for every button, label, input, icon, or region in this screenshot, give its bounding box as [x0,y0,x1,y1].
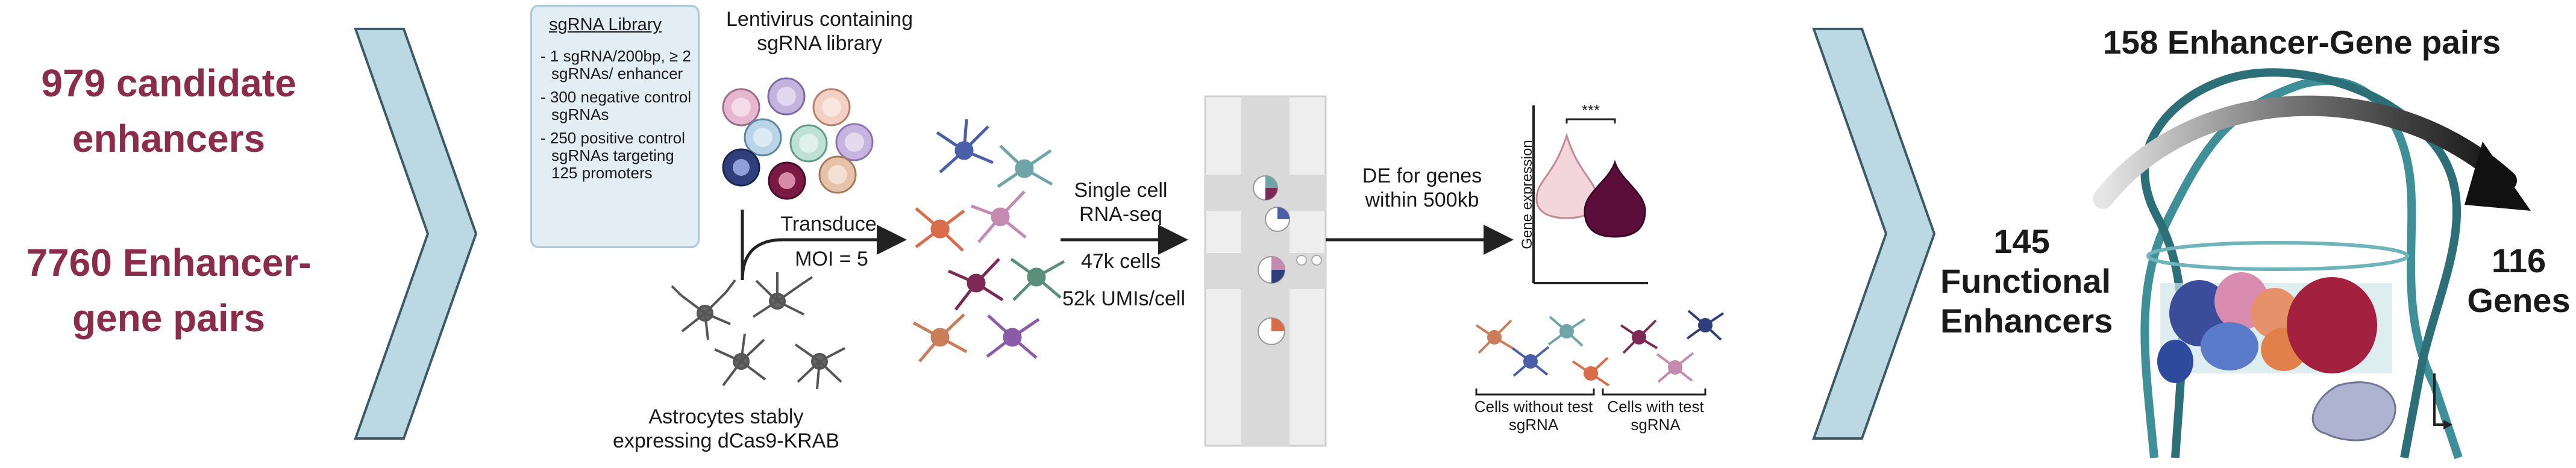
lentivirus-label: Lentivirus containing sgRNA library [726,8,913,55]
library-item: - 300 negative control sgRNAs [541,88,692,123]
protein-complex [2157,272,2377,383]
violin-with [1584,160,1646,238]
library-list: - 1 sgRNA/200bp, ≥ 2 sgRNAs/ enhancer - … [541,48,696,188]
significance-stars: *** [1581,101,1600,119]
enhancer-to-gene-arrow [2093,95,2517,209]
library-item: - 250 positive control sgRNAs targeting … [541,129,685,182]
group-with-label: Cells with test sgRNA [1607,398,1704,434]
microfluidic-device [1204,95,1327,447]
dna-loop-ring [2146,241,2409,271]
transduce-label: Transduce [780,213,877,236]
enhancer-gene-pairs-title: 158 Enhancer-Gene pairs [2102,23,2501,61]
violin-ylabel: Gene expression [1519,140,1535,249]
de-label: DE for genes within 500kb [1362,164,1482,211]
scrna-label: Single cell RNA-seq [1074,179,1168,226]
chevron-right-icon [1812,28,1936,440]
moi-label: MOI = 5 [795,248,868,270]
chevron-right-icon [354,28,478,440]
pol2-protein [2311,381,2396,441]
group-without-label: Cells without test sgRNA [1474,398,1593,434]
bracket-without [1475,388,1595,396]
bracket-with [1602,388,1706,396]
lentivirus-particles [722,77,874,200]
transduce-arrow [741,210,907,281]
library-title: sgRNA Library [549,15,662,34]
umi-count-label: 52k UMIs/cell [1062,287,1186,310]
library-item: - 1 sgRNA/200bp, ≥ 2 sgRNAs/ enhancer [541,47,691,83]
sgrna-library-box: sgRNA Library - 1 sgRNA/200bp, ≥ 2 sgRNA… [530,5,700,248]
astrocyte-cells [671,272,845,390]
cell-groups [1475,310,1725,387]
enhancer-gene-pairs-count: 7760 Enhancer-gene pairs [26,241,312,340]
astrocytes-label: Astrocytes stably expressing dCas9-KRAB [612,405,840,452]
transcription-arrow [2433,373,2446,426]
violin-plot [1532,105,1648,284]
genes-label: 116 Genes [2467,242,2571,319]
transduced-astrocytes [912,119,1065,363]
candidate-enhancers-count: 979 candidate enhancers [41,61,296,160]
functional-enhancers-label: 145 Functional Enhancers [1940,222,2113,340]
cell-count-label: 47k cells [1080,250,1161,273]
violin-without [1535,132,1598,219]
